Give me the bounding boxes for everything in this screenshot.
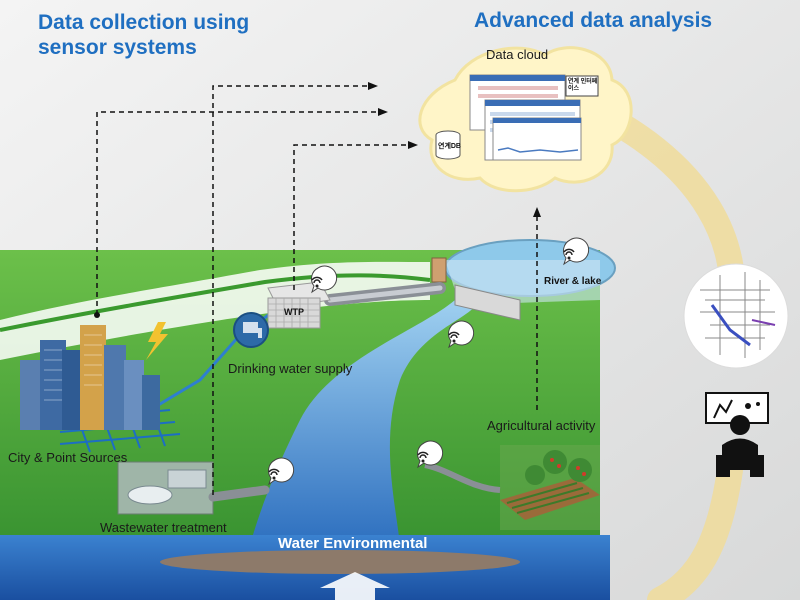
wtp-label: WTP <box>284 307 304 317</box>
sensor-icon-river <box>448 320 475 349</box>
analysis-diagram <box>683 263 789 369</box>
data-flow-arrows <box>96 85 538 495</box>
city-buildings <box>20 325 160 430</box>
sensor-icons <box>268 237 590 486</box>
sensor-icon-wtp <box>311 265 338 294</box>
wastewater-label: Wastewater treatment <box>100 520 227 535</box>
cloud-title: Data cloud <box>486 47 549 62</box>
heading-advanced-analysis: Advanced data analysis <box>474 9 713 32</box>
dam-gate <box>431 257 447 283</box>
farm <box>500 445 600 530</box>
database-icon <box>435 130 461 160</box>
sensor-icon-agri <box>417 440 444 469</box>
agricultural-label: Agricultural activity <box>487 418 596 433</box>
river <box>250 300 480 545</box>
up-arrow <box>320 572 390 600</box>
db-label: 연계DB <box>438 143 461 150</box>
cloud-screenshots <box>469 74 582 161</box>
heading-data-collection: Data collection using sensor systems <box>38 11 250 59</box>
interface-label: 연계 인터페이스 <box>568 79 598 92</box>
sensor-icon-wastewater <box>268 457 295 486</box>
wastewater-plant <box>117 461 214 515</box>
river-lake-label: River & lake <box>544 276 602 287</box>
lightning-icon <box>146 322 168 360</box>
sensor-icon-lake <box>563 237 590 266</box>
city-sources-label: City & Point Sources <box>8 450 128 465</box>
sediment <box>160 550 520 574</box>
water-environmental-label: Water Environmental <box>278 535 428 552</box>
interface-box <box>565 75 599 97</box>
operator-icon <box>705 392 769 477</box>
drinking-water-label: Drinking water supply <box>228 361 353 376</box>
